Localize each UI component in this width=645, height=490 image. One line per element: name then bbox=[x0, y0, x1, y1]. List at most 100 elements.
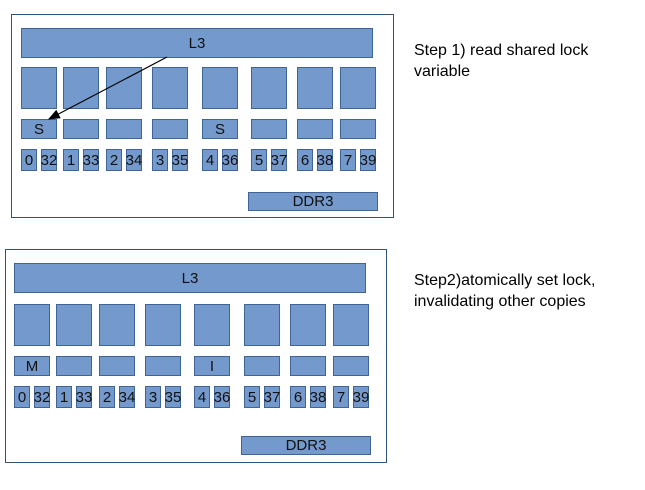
bottom-core-label: 0 bbox=[17, 388, 27, 406]
top-core-thread: 35 bbox=[172, 149, 188, 171]
bottom-core-thread: 3 bbox=[145, 386, 161, 408]
step2-line1: Step2)atomically set lock, bbox=[414, 272, 596, 289]
top-ddr3: DDR3 bbox=[248, 192, 378, 211]
top-core-label: 7 bbox=[343, 151, 353, 169]
top-ddr3-label: DDR3 bbox=[292, 193, 334, 210]
bottom-core-thread: 32 bbox=[34, 386, 50, 408]
top-core-thread: 1 bbox=[63, 149, 79, 171]
top-core-label: 5 bbox=[254, 151, 264, 169]
bottom-l2-block bbox=[14, 304, 50, 346]
top-core-thread: 39 bbox=[360, 149, 376, 171]
bottom-l2-block bbox=[194, 304, 230, 346]
top-state-label: S bbox=[33, 120, 44, 138]
top-core-label: 33 bbox=[82, 151, 100, 169]
top-core-label: 0 bbox=[24, 151, 34, 169]
top-state-label: S bbox=[214, 120, 225, 138]
top-core-thread: 34 bbox=[126, 149, 142, 171]
top-l3-label: L3 bbox=[188, 34, 206, 52]
top-l3-cache: L3 bbox=[21, 28, 373, 58]
bottom-state-block bbox=[145, 356, 181, 376]
top-core-thread: 33 bbox=[83, 149, 99, 171]
top-core-label: 35 bbox=[171, 151, 189, 169]
top-l2-block bbox=[340, 67, 376, 109]
bottom-state-block bbox=[99, 356, 135, 376]
top-core-thread: 0 bbox=[21, 149, 37, 171]
bottom-core-label: 38 bbox=[309, 388, 327, 406]
step1-text: Step 1) read shared lock variable bbox=[414, 40, 588, 82]
bottom-core-label: 32 bbox=[33, 388, 51, 406]
top-core-thread: 5 bbox=[251, 149, 267, 171]
bottom-core-label: 3 bbox=[148, 388, 158, 406]
step1-line1: Step 1) read shared lock bbox=[414, 42, 589, 59]
bottom-core-label: 4 bbox=[197, 388, 207, 406]
bottom-core-label: 1 bbox=[59, 388, 69, 406]
top-l2-block bbox=[152, 67, 188, 109]
bottom-core-label: 2 bbox=[102, 388, 112, 406]
top-state-block bbox=[251, 119, 287, 139]
top-core-label: 37 bbox=[270, 151, 288, 169]
top-core-label: 34 bbox=[125, 151, 143, 169]
bottom-core-thread: 34 bbox=[119, 386, 135, 408]
top-l2-block bbox=[63, 67, 99, 109]
top-state-block bbox=[297, 119, 333, 139]
top-state-block bbox=[340, 119, 376, 139]
top-l2-block bbox=[297, 67, 333, 109]
bottom-core-label: 39 bbox=[352, 388, 370, 406]
top-core-thread: 4 bbox=[202, 149, 218, 171]
bottom-core-thread: 39 bbox=[353, 386, 369, 408]
bottom-core-label: 37 bbox=[263, 388, 281, 406]
top-state-block bbox=[152, 119, 188, 139]
bottom-core-thread: 36 bbox=[214, 386, 230, 408]
bottom-state-block bbox=[290, 356, 326, 376]
bottom-core-label: 35 bbox=[164, 388, 182, 406]
top-l2-block bbox=[251, 67, 287, 109]
bottom-core-thread: 1 bbox=[56, 386, 72, 408]
bottom-core-label: 5 bbox=[247, 388, 257, 406]
bottom-core-label: 36 bbox=[213, 388, 231, 406]
bottom-core-thread: 2 bbox=[99, 386, 115, 408]
bottom-core-thread: 35 bbox=[165, 386, 181, 408]
bottom-state-block bbox=[56, 356, 92, 376]
bottom-core-label: 6 bbox=[293, 388, 303, 406]
bottom-l2-block bbox=[99, 304, 135, 346]
top-core-thread: 36 bbox=[222, 149, 238, 171]
top-core-label: 4 bbox=[205, 151, 215, 169]
bottom-core-label: 34 bbox=[118, 388, 136, 406]
top-core-label: 36 bbox=[221, 151, 239, 169]
bottom-state-block bbox=[333, 356, 369, 376]
bottom-state-label: M bbox=[25, 357, 39, 375]
top-l2-block bbox=[106, 67, 142, 109]
bottom-l3-cache: L3 bbox=[14, 263, 366, 293]
bottom-state-label: I bbox=[209, 357, 215, 375]
top-state-block bbox=[63, 119, 99, 139]
top-core-label: 2 bbox=[109, 151, 119, 169]
top-core-label: 6 bbox=[300, 151, 310, 169]
top-core-thread: 38 bbox=[317, 149, 333, 171]
bottom-core-label: 33 bbox=[75, 388, 93, 406]
top-l2-block bbox=[21, 67, 57, 109]
top-core-thread: 6 bbox=[297, 149, 313, 171]
bottom-ddr3: DDR3 bbox=[241, 436, 371, 455]
bottom-core-thread: 4 bbox=[194, 386, 210, 408]
top-state-block: S bbox=[21, 119, 57, 139]
bottom-state-block bbox=[244, 356, 280, 376]
bottom-core-thread: 38 bbox=[310, 386, 326, 408]
bottom-core-thread: 37 bbox=[264, 386, 280, 408]
top-core-thread: 2 bbox=[106, 149, 122, 171]
bottom-state-block: M bbox=[14, 356, 50, 376]
top-core-label: 38 bbox=[316, 151, 334, 169]
step2-line2: invalidating other copies bbox=[414, 293, 586, 310]
top-core-label: 39 bbox=[359, 151, 377, 169]
step2-text: Step2)atomically set lock, invalidating … bbox=[414, 270, 595, 312]
bottom-core-thread: 33 bbox=[76, 386, 92, 408]
top-core-label: 1 bbox=[66, 151, 76, 169]
bottom-l2-block bbox=[145, 304, 181, 346]
bottom-l2-block bbox=[290, 304, 326, 346]
top-l2-block bbox=[202, 67, 238, 109]
bottom-core-thread: 0 bbox=[14, 386, 30, 408]
top-core-thread: 37 bbox=[271, 149, 287, 171]
top-core-label: 3 bbox=[155, 151, 165, 169]
step1-line2: variable bbox=[414, 63, 471, 80]
bottom-l2-block bbox=[56, 304, 92, 346]
top-core-thread: 7 bbox=[340, 149, 356, 171]
